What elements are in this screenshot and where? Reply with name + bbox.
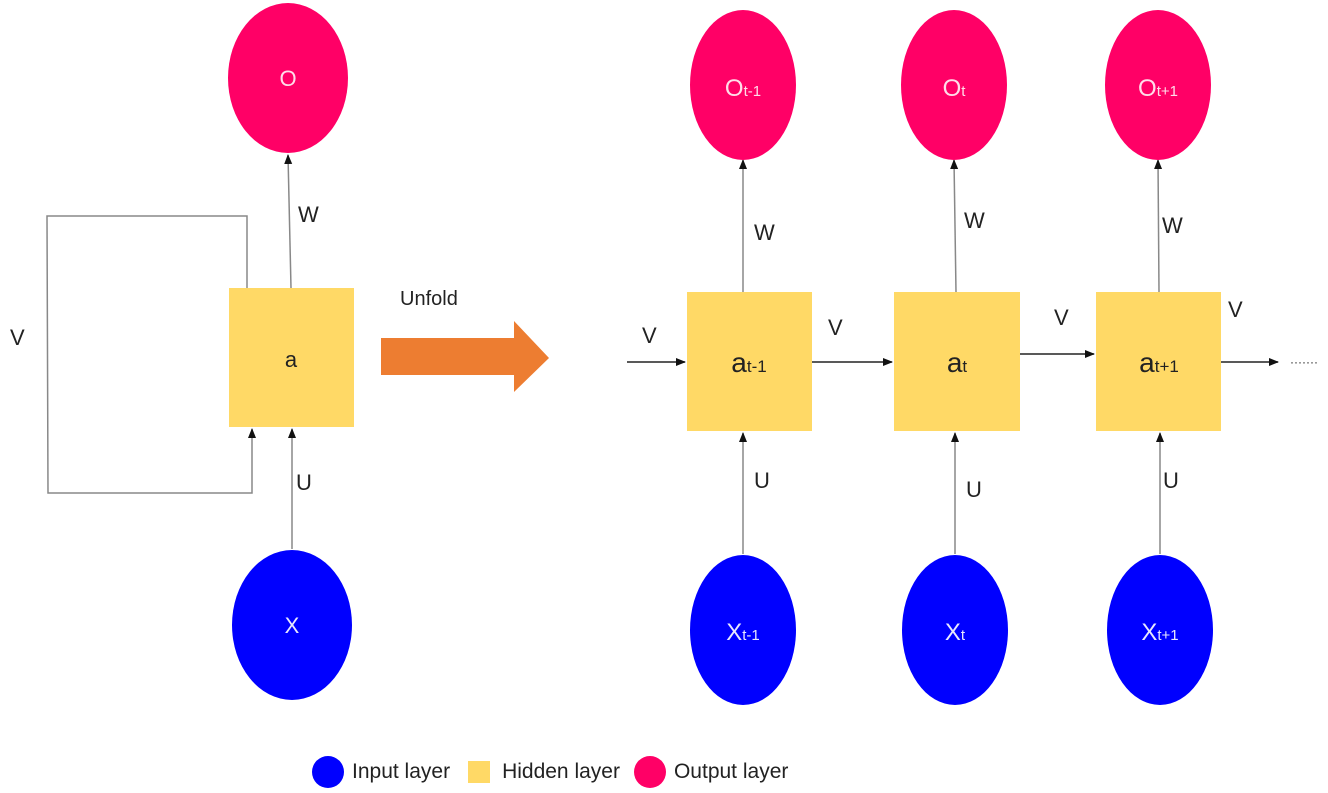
u-label: U <box>966 477 982 502</box>
input-node: Xt+1 <box>1107 555 1213 705</box>
v-label-2: V <box>1054 305 1069 330</box>
legend-item-input: Input layer <box>312 756 450 788</box>
input-node-label: Xt+1 <box>1141 619 1178 646</box>
hidden-node: at+1 <box>1096 292 1221 431</box>
output-node: O <box>228 3 348 153</box>
w-label: W <box>754 220 775 245</box>
legend-label: Output layer <box>673 760 789 783</box>
legend-label: Input layer <box>352 760 451 783</box>
output-node: Ot-1 <box>690 10 796 160</box>
output-node-label: Ot+1 <box>1138 75 1178 102</box>
w-label: W <box>298 202 319 227</box>
hidden-node: at-1 <box>687 292 812 431</box>
continuation-dots: ······· <box>1290 355 1318 369</box>
output-node-label: Ot-1 <box>725 75 761 102</box>
legend-item-output: Output layer <box>633 756 789 788</box>
hidden-node-label: at-1 <box>731 347 766 378</box>
unfold-label: Unfold <box>400 288 458 310</box>
v-label: V <box>10 325 25 350</box>
input-node: X <box>232 550 352 700</box>
hidden-node: at <box>894 292 1020 431</box>
timestep-t-plus-1: W U Ot+1 at+1 Xt+1 <box>1096 10 1221 705</box>
unfold-arrow: Unfold <box>381 288 549 392</box>
w-edge <box>284 154 293 289</box>
input-node-label: X <box>285 613 300 638</box>
v-in-label: V <box>642 323 657 348</box>
u-label: U <box>1163 468 1179 493</box>
w-edge <box>950 159 959 293</box>
legend: Input layer Hidden layer Output layer <box>312 756 802 788</box>
input-node-label: Xt <box>945 619 966 646</box>
legend-label: Hidden layer <box>502 760 620 783</box>
hidden-node-label: a <box>285 347 298 372</box>
w-label: W <box>964 208 985 233</box>
input-node: Xt-1 <box>690 555 796 705</box>
w-label: W <box>1162 213 1183 238</box>
v-label-3: V <box>1228 297 1243 322</box>
v-label-1: V <box>828 315 843 340</box>
output-node: Ot <box>901 10 1007 160</box>
folded-rnn: V W U O a X <box>10 3 354 700</box>
timestep-t-minus-1: W U Ot-1 at-1 Xt-1 <box>687 10 812 705</box>
output-node-label: O <box>279 66 296 91</box>
input-layer-swatch-icon <box>312 756 344 788</box>
output-node-label: Ot <box>943 75 967 102</box>
w-edge <box>1154 159 1163 293</box>
hidden-node: a <box>229 288 354 427</box>
hidden-node-label: at+1 <box>1139 347 1179 378</box>
u-label: U <box>754 468 770 493</box>
unfolded-rnn: V V V V ······· W U Ot-1 at-1 Xt-1 <box>627 10 1318 705</box>
timestep-t: W U Ot at Xt <box>894 10 1020 705</box>
output-layer-swatch-icon <box>633 756 666 788</box>
recurrent-loop-edge <box>46 215 256 494</box>
input-node: Xt <box>902 555 1008 705</box>
output-node: Ot+1 <box>1105 10 1211 160</box>
legend-item-hidden: Hidden layer <box>464 760 620 784</box>
hidden-layer-swatch-icon <box>468 761 491 783</box>
unfold-arrow-icon <box>381 321 549 392</box>
u-label: U <box>296 470 312 495</box>
hidden-node-label: at <box>947 347 968 378</box>
input-node-label: Xt-1 <box>726 619 760 646</box>
